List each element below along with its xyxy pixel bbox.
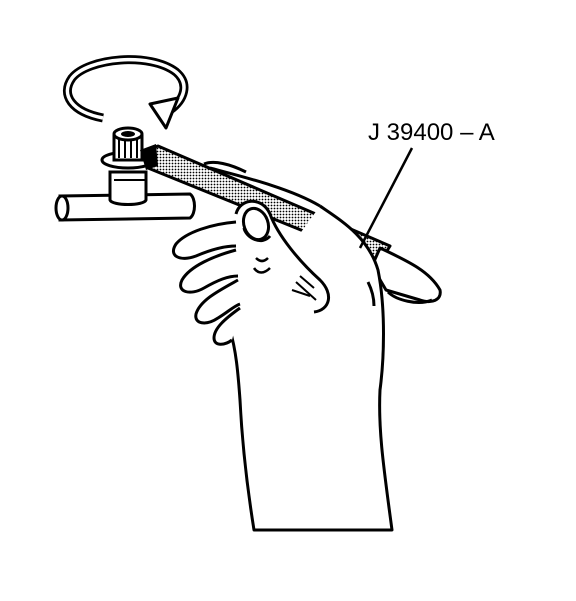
pipe [54,192,196,222]
hand [172,166,394,532]
callout-leader-line [358,147,414,249]
service-valve [100,126,156,206]
rotate-arrow-icon [63,55,189,130]
tool-label: J 39400 – A [368,119,495,146]
